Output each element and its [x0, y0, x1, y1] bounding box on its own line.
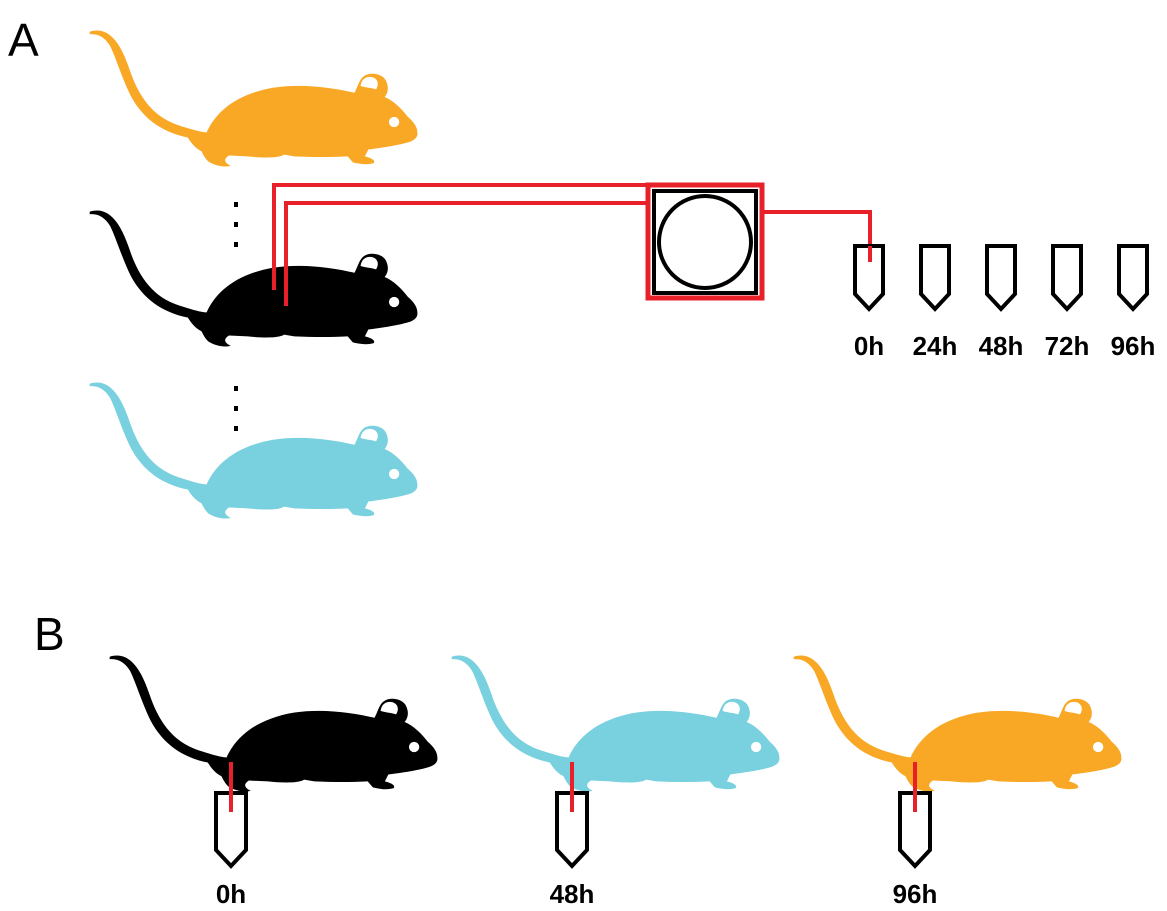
- panel-a-label-72h: 72h: [1045, 331, 1090, 361]
- panel-b-mouse-blue: [452, 655, 780, 791]
- panel-a-mouse-blue: [90, 382, 418, 518]
- sampling-pump: [648, 185, 762, 298]
- panel-a-tube-96h: [1119, 246, 1147, 309]
- panel-b-label-96h: 96h: [893, 879, 938, 909]
- panel-b-label-0h: 0h: [216, 879, 246, 909]
- panel-a-tube-24h: [921, 246, 949, 309]
- panel-b-mouse-black: [110, 655, 438, 791]
- ellipsis-dots-lower: [234, 386, 238, 431]
- ellipsis-dots-upper: [234, 202, 238, 247]
- panel-a-label-24h: 24h: [913, 331, 958, 361]
- panel-a-label-96h: 96h: [1111, 331, 1156, 361]
- panel-a-label-48h: 48h: [979, 331, 1024, 361]
- panel-a-tube-48h: [987, 246, 1015, 309]
- panel-a-mouse-black: [90, 210, 418, 346]
- panel-a-mouse-orange: [90, 30, 418, 166]
- panel-a-tubes: [855, 246, 1147, 309]
- panel-b-mouse-orange: [794, 655, 1122, 791]
- panel-a-label: A: [8, 14, 39, 66]
- panel-b-label: B: [34, 608, 65, 660]
- panel-a-tube-72h: [1053, 246, 1081, 309]
- panel-a-label-0h: 0h: [854, 331, 884, 361]
- panel-b-label-48h: 48h: [550, 879, 595, 909]
